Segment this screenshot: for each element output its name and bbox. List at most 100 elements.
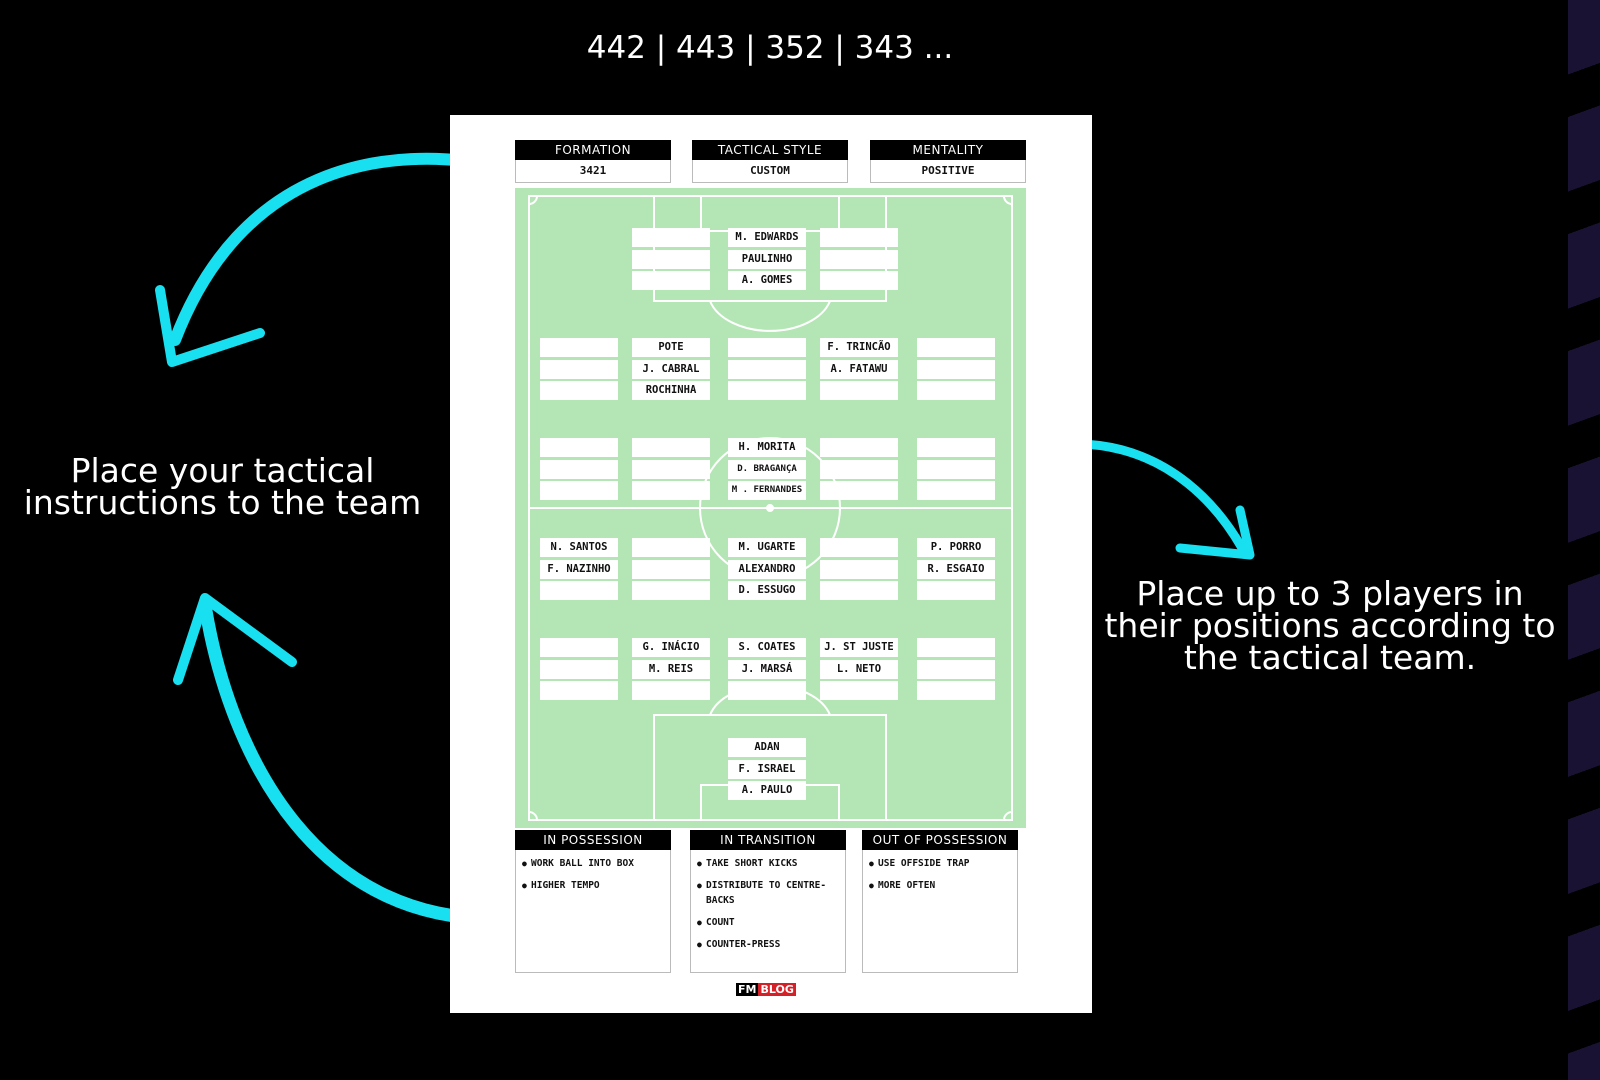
player-slot[interactable]: A. PAULO	[728, 781, 806, 800]
empty-player-slot[interactable]	[728, 338, 806, 357]
arrow-right-head	[1175, 505, 1255, 560]
instruction-item: MORE OFTEN	[869, 878, 1013, 893]
player-slot[interactable]: P. PORRO	[917, 538, 995, 557]
empty-player-slot[interactable]	[728, 681, 806, 700]
empty-player-slot[interactable]	[540, 338, 618, 357]
player-slot[interactable]: F. NAZINHO	[540, 559, 618, 579]
player-slot[interactable]: M. UGARTE	[728, 538, 806, 557]
empty-player-slot[interactable]	[820, 381, 898, 400]
arrow-bottom-left-head	[173, 593, 297, 685]
mentality-box: MENTALITY POSITIVE	[870, 140, 1026, 184]
empty-player-slot[interactable]	[917, 381, 995, 400]
empty-player-slot[interactable]	[728, 359, 806, 379]
player-slot[interactable]: A. GOMES	[728, 271, 806, 290]
formation-box: FORMATION 3421	[515, 140, 671, 184]
empty-player-slot[interactable]	[917, 481, 995, 500]
player-slot[interactable]: F. ISRAEL	[728, 759, 806, 779]
player-slot[interactable]: M. EDWARDS	[728, 228, 806, 247]
empty-player-slot[interactable]	[632, 681, 710, 700]
pitch: M. EDWARDS PAULINHO A. GOMES POTE J. CABRAL R…	[515, 188, 1026, 828]
empty-player-slot[interactable]	[632, 249, 710, 269]
instruction-item: COUNT	[697, 915, 841, 930]
empty-player-slot[interactable]	[540, 438, 618, 457]
empty-player-slot[interactable]	[540, 381, 618, 400]
player-slot[interactable]: ADAN	[728, 738, 806, 757]
player-slot[interactable]: D. BRAGANÇA	[728, 459, 806, 479]
empty-player-slot[interactable]	[540, 481, 618, 500]
empty-player-slot[interactable]	[632, 228, 710, 247]
left-instruction-note: Place your tactical instructions to the …	[23, 451, 422, 522]
empty-player-slot[interactable]	[917, 438, 995, 457]
empty-player-slot[interactable]	[820, 481, 898, 500]
empty-player-slot[interactable]	[917, 638, 995, 657]
empty-player-slot[interactable]	[540, 359, 618, 379]
empty-player-slot[interactable]	[632, 538, 710, 557]
player-slot[interactable]: H. MORITA	[728, 438, 806, 457]
tactics-sheet: FORMATION 3421 TACTICAL STYLE CUSTOM MEN…	[450, 115, 1092, 1013]
player-slot[interactable]: J. CABRAL	[632, 359, 710, 379]
empty-player-slot[interactable]	[820, 538, 898, 557]
empty-player-slot[interactable]	[632, 559, 710, 579]
player-slot[interactable]: ALEXANDRO	[728, 559, 806, 579]
player-slot[interactable]: PAULINHO	[728, 249, 806, 269]
player-slot[interactable]: R. ESGAIO	[917, 559, 995, 579]
in-possession-box: IN POSSESSION WORK BALL INTO BOX HIGHER …	[515, 830, 671, 974]
empty-player-slot[interactable]	[728, 381, 806, 400]
empty-player-slot[interactable]	[820, 271, 898, 290]
mentality-value: POSITIVE	[870, 160, 1026, 183]
in-possession-label: IN POSSESSION	[515, 830, 671, 850]
empty-player-slot[interactable]	[540, 638, 618, 657]
empty-player-slot[interactable]	[917, 359, 995, 379]
arrow-top-left-head	[155, 285, 265, 367]
player-slot[interactable]: M. REIS	[632, 659, 710, 679]
instruction-item: WORK BALL INTO BOX	[522, 856, 666, 871]
in-transition-label: IN TRANSITION	[690, 830, 846, 850]
empty-player-slot[interactable]	[632, 581, 710, 600]
player-slot[interactable]: N. SANTOS	[540, 538, 618, 557]
player-slot[interactable]: ROCHINHA	[632, 381, 710, 400]
formation-value: 3421	[515, 160, 671, 183]
edge-stripe-decoration	[1568, 0, 1600, 1080]
empty-player-slot[interactable]	[632, 481, 710, 500]
instruction-item: DISTRIBUTE TO CENTRE-BACKS	[697, 878, 841, 908]
empty-player-slot[interactable]	[917, 581, 995, 600]
empty-player-slot[interactable]	[820, 581, 898, 600]
empty-player-slot[interactable]	[632, 459, 710, 479]
player-slot[interactable]: D. ESSUGO	[728, 581, 806, 600]
empty-player-slot[interactable]	[820, 681, 898, 700]
in-transition-box: IN TRANSITION TAKE SHORT KICKS DISTRIBUT…	[690, 830, 846, 974]
empty-player-slot[interactable]	[917, 338, 995, 357]
player-slot[interactable]: S. COATES	[728, 638, 806, 657]
player-slot[interactable]: J. MARSÁ	[728, 659, 806, 679]
empty-player-slot[interactable]	[632, 271, 710, 290]
empty-player-slot[interactable]	[820, 228, 898, 247]
empty-player-slot[interactable]	[540, 681, 618, 700]
empty-player-slot[interactable]	[917, 659, 995, 679]
mentality-label: MENTALITY	[870, 140, 1026, 160]
player-slot[interactable]: POTE	[632, 338, 710, 357]
empty-player-slot[interactable]	[540, 459, 618, 479]
player-slot[interactable]: F. TRINCÃO	[820, 338, 898, 357]
empty-player-slot[interactable]	[820, 559, 898, 579]
tactical-style-label: TACTICAL STYLE	[692, 140, 848, 160]
instruction-item: COUNTER-PRESS	[697, 937, 841, 952]
player-slot[interactable]: A. FATAWU	[820, 359, 898, 379]
empty-player-slot[interactable]	[632, 438, 710, 457]
empty-player-slot[interactable]	[540, 581, 618, 600]
empty-player-slot[interactable]	[917, 459, 995, 479]
empty-player-slot[interactable]	[540, 659, 618, 679]
formation-label: FORMATION	[515, 140, 671, 160]
page-title: 442 | 443 | 352 | 343 ...	[586, 30, 954, 66]
empty-player-slot[interactable]	[820, 249, 898, 269]
empty-player-slot[interactable]	[820, 459, 898, 479]
player-slot[interactable]: L. NETO	[820, 659, 898, 679]
player-slot[interactable]: G. INÁCIO	[632, 638, 710, 657]
out-of-possession-box: OUT OF POSSESSION USE OFFSIDE TRAP MORE …	[862, 830, 1018, 974]
empty-player-slot[interactable]	[917, 681, 995, 700]
player-slot[interactable]: J. ST JUSTE	[820, 638, 898, 657]
instruction-item: HIGHER TEMPO	[522, 878, 666, 893]
out-of-possession-label: OUT OF POSSESSION	[862, 830, 1018, 850]
empty-player-slot[interactable]	[820, 438, 898, 457]
player-slot[interactable]: M . FERNANDES	[728, 481, 806, 500]
